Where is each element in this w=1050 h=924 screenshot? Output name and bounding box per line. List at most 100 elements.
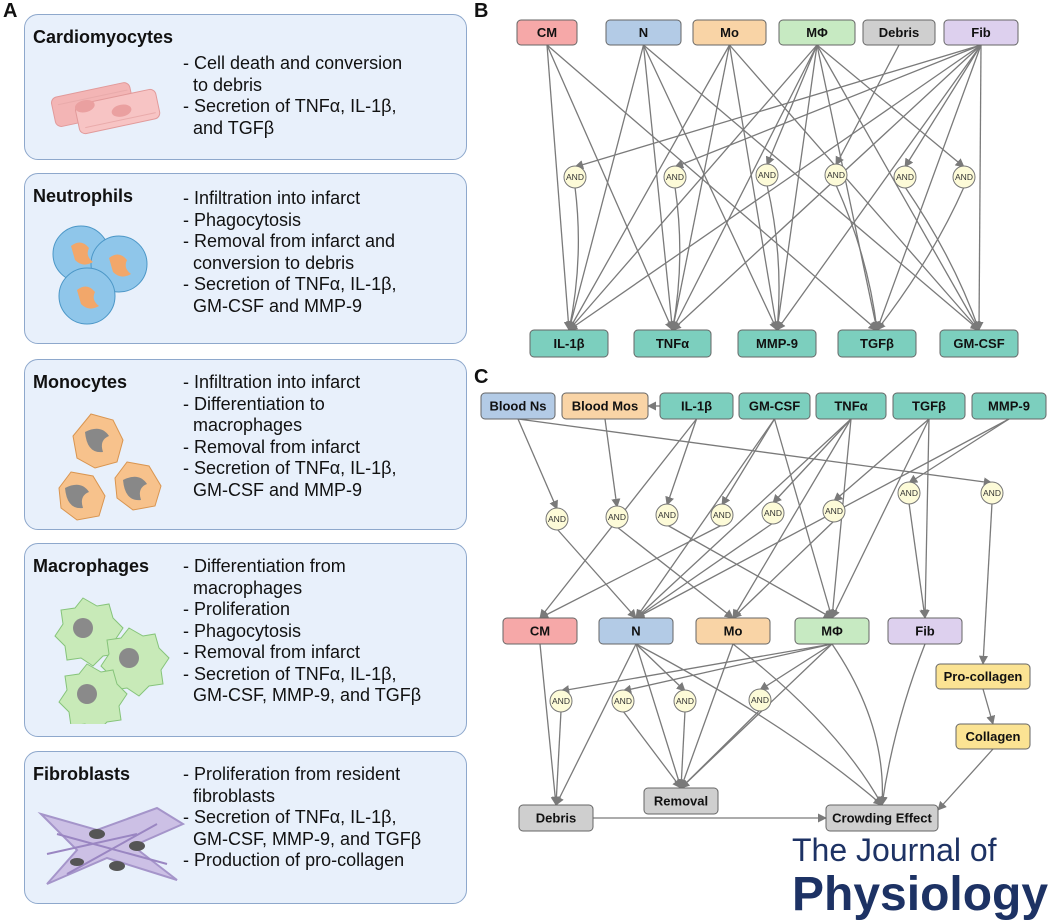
edge-arrow	[978, 502, 993, 665]
node-label: MMP-9	[988, 399, 1030, 414]
and-gate: AND	[824, 163, 848, 187]
node-label: Collagen	[966, 729, 1021, 744]
edge-arrow	[643, 44, 980, 331]
node-label: Blood Mos	[572, 399, 638, 414]
panel-b-edges	[546, 44, 984, 331]
and-gate: AND	[673, 689, 697, 713]
edge-arrow	[974, 44, 984, 331]
edge-arrow	[546, 44, 573, 331]
edge-arrow	[908, 502, 929, 619]
node-label: Mo	[724, 624, 743, 639]
card-description: - Proliferation from resident fibroblast…	[183, 764, 422, 870]
edge-arrow	[666, 524, 833, 619]
and-gate-label: AND	[608, 512, 626, 522]
edge-arrow	[908, 418, 1010, 484]
edge-arrow	[728, 44, 781, 331]
card-cardiomyocytes: Cardiomyocytes - Cell death and conversi…	[24, 14, 467, 160]
macrophage-illustration	[54, 597, 170, 724]
edge-arrow	[669, 44, 731, 331]
node-label: MΦ	[806, 25, 828, 40]
journal-name-line1: The Journal of	[792, 832, 997, 868]
and-gate: AND	[761, 501, 785, 525]
and-gate: AND	[545, 507, 569, 531]
and-gate-label: AND	[566, 172, 584, 182]
edge-arrow	[833, 418, 930, 502]
node-label: Fib	[915, 624, 935, 639]
card-fibroblasts: Fibroblasts - Proliferation from residen…	[24, 751, 467, 904]
edge-arrow	[566, 186, 580, 331]
card-description: - Cell death and conversion to debris- S…	[183, 53, 403, 138]
b-node-tgf: TGFβ	[837, 329, 917, 358]
node-label: CM	[530, 624, 550, 639]
c-node-bns: Blood Ns	[480, 392, 556, 420]
c-node-il1: IL-1β	[659, 392, 734, 420]
edge-arrow	[616, 526, 734, 619]
b-node-il1: IL-1β	[529, 329, 609, 358]
card-macrophages: Macrophages - Differentiation from macro…	[24, 543, 467, 737]
node-label: IL-1β	[553, 336, 584, 351]
c-node-col: Collagen	[955, 723, 1031, 750]
card-description: - Differentiation from macrophages- Prol…	[183, 556, 422, 705]
edge-arrow	[635, 418, 1010, 619]
and-gate: AND	[611, 689, 635, 713]
edge-arrow	[635, 522, 774, 619]
node-label: TNFα	[656, 336, 689, 351]
edge-arrow	[816, 44, 980, 331]
edge-arrow	[671, 44, 818, 331]
card-title: Macrophages	[33, 556, 150, 576]
edge-arrow	[878, 643, 926, 806]
c-node-crowd: Crowding Effect	[825, 804, 939, 832]
node-label: Debris	[879, 25, 919, 40]
node-label: Pro-collagen	[944, 669, 1023, 684]
edge-arrow	[729, 44, 980, 331]
b-node-mac: MΦ	[778, 19, 856, 46]
b-node-cm: CM	[516, 19, 578, 46]
edge-arrow	[551, 710, 562, 806]
card-description: - Infiltration into infarct- Phagocytosi…	[183, 188, 397, 316]
card-monocytes: Monocytes - Infiltration into infarct- D…	[24, 359, 467, 530]
edge-arrow	[546, 44, 674, 331]
node-label: Removal	[654, 794, 708, 809]
and-gate-label: AND	[666, 172, 684, 182]
panel-label-c: C	[474, 366, 489, 388]
edge-arrow	[560, 643, 833, 695]
fibroblast-illustration	[37, 806, 186, 885]
edge-arrow	[766, 184, 783, 331]
edge-arrow	[937, 748, 994, 811]
edge-arrow	[556, 528, 637, 619]
card-neutrophils: Neutrophils - Infiltration into infarct-…	[24, 173, 467, 344]
node-label: Fib	[971, 25, 991, 40]
and-gate-label: AND	[896, 172, 914, 182]
edge-arrow	[635, 643, 686, 692]
node-label: N	[639, 25, 648, 40]
edge-arrow	[876, 186, 965, 331]
card-title: Monocytes	[33, 372, 128, 392]
edge-arrow	[831, 643, 888, 806]
and-gate-label: AND	[751, 695, 769, 705]
node-label: MMP-9	[756, 336, 798, 351]
card-title: Neutrophils	[33, 186, 134, 206]
edge-arrow	[676, 710, 686, 789]
journal-name-line2: Physiology	[792, 868, 1049, 921]
and-gate-label: AND	[758, 170, 776, 180]
card-title: Fibroblasts	[33, 764, 131, 784]
edge-arrow	[566, 44, 645, 331]
and-gate: AND	[755, 163, 779, 187]
and-gate: AND	[893, 165, 917, 189]
edge-arrow	[732, 643, 883, 806]
b-node-n: N	[605, 19, 682, 46]
edge-arrow	[665, 418, 698, 506]
edge-arrow	[574, 44, 982, 170]
b-node-tnf: TNFα	[633, 329, 712, 358]
edge-arrow	[642, 44, 778, 331]
and-gate-label: AND	[955, 172, 973, 182]
c-node-cm: CM	[502, 617, 578, 645]
edge-arrow	[604, 418, 621, 508]
node-label: MΦ	[821, 624, 843, 639]
edge-arrow	[669, 186, 681, 331]
node-label: TGFβ	[860, 336, 894, 351]
node-label: Debris	[536, 811, 576, 826]
edge-arrow	[568, 44, 982, 331]
